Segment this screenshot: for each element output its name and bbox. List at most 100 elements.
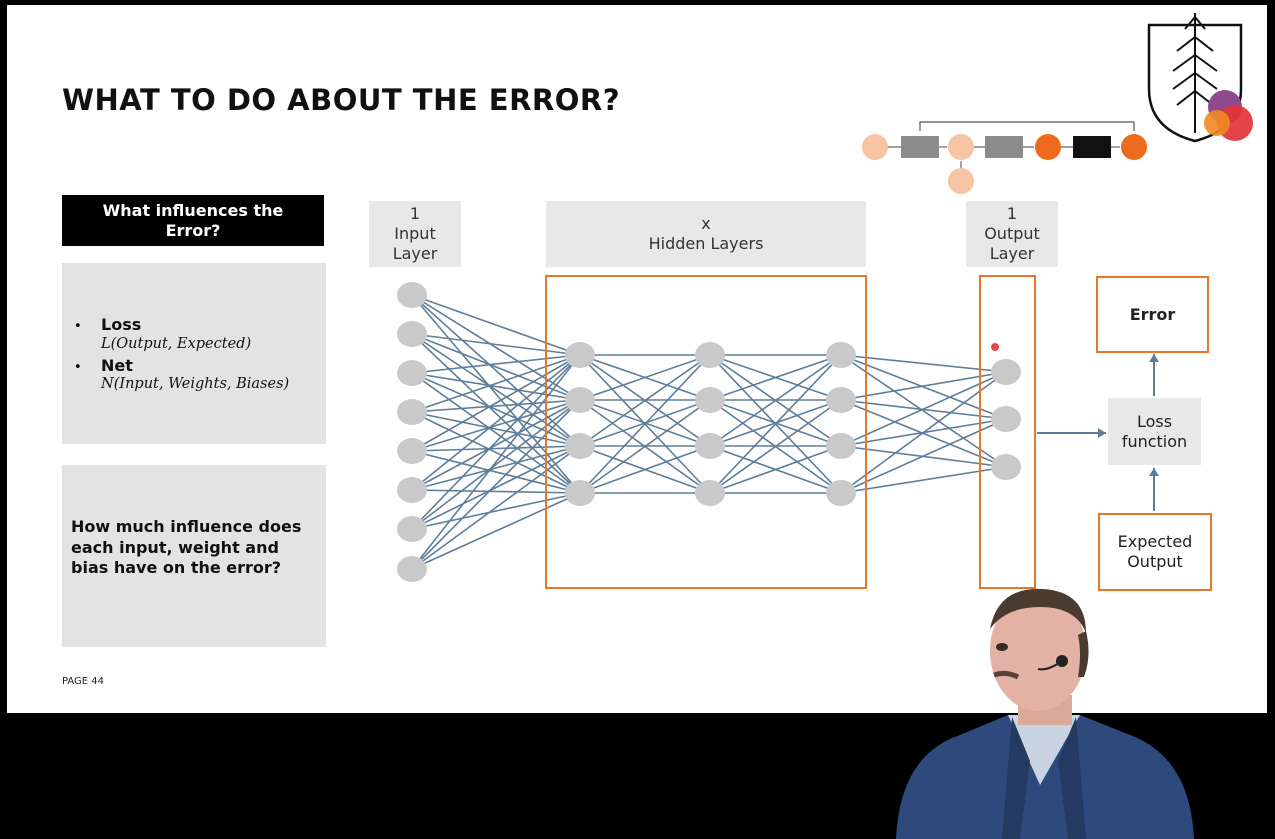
influence-header: What influences the Error? <box>62 195 324 246</box>
pointer-dot <box>991 343 999 351</box>
neuron-node <box>565 342 595 368</box>
connection-edge <box>411 372 581 494</box>
input-layer-word-2: Layer <box>392 244 438 263</box>
neuron-node <box>991 406 1021 432</box>
connection-edge <box>840 371 1007 401</box>
neuron-node <box>397 399 427 425</box>
bullet-dot: • <box>74 319 82 334</box>
connection-edge <box>709 354 842 447</box>
factor-net-formula: N(Input, Weights, Biases) <box>101 376 290 392</box>
connection-edge <box>840 466 1007 494</box>
neuron-node <box>695 342 725 368</box>
factor-box: • Loss L(Output, Expected) • Net N(Input… <box>62 263 326 444</box>
neuron-node <box>826 387 856 413</box>
connection-edge <box>411 354 581 491</box>
bullet-dot: • <box>74 360 82 375</box>
neuron-node <box>565 387 595 413</box>
input-layer-count: 1 <box>409 204 421 223</box>
hidden-layers-label: x Hidden Layers <box>546 201 866 267</box>
neuron-node <box>397 321 427 347</box>
connection-edge <box>840 354 1007 468</box>
neuron-node <box>826 433 856 459</box>
connection-edge <box>709 399 842 494</box>
connection-edge <box>411 399 581 413</box>
connection-edge <box>709 354 842 494</box>
connection-edge <box>411 354 581 374</box>
loss-function-box: Loss function <box>1108 398 1201 465</box>
connection-edge <box>411 354 581 570</box>
input-layer-word-1: Input <box>394 224 436 243</box>
input-layer-label: 1 Input Layer <box>369 201 461 267</box>
connection-edge <box>840 371 1007 494</box>
connection-edge <box>411 492 581 570</box>
arrow-head <box>1149 354 1159 362</box>
loss-function-line-2: function <box>1121 431 1188 451</box>
process-step-box <box>985 136 1023 158</box>
neuron-node <box>397 556 427 582</box>
connection-edge <box>579 354 711 401</box>
connection-edge <box>411 372 581 447</box>
slide: WHAT TO DO ABOUT THE ERROR? What influen… <box>7 5 1267 713</box>
university-logo <box>1147 13 1253 143</box>
process-step-box <box>1073 136 1111 158</box>
error-box: Error <box>1096 276 1209 353</box>
neuron-node <box>565 433 595 459</box>
output-layer-label: 1 Output Layer <box>966 201 1058 267</box>
connection-edge <box>411 445 581 530</box>
connection-edge <box>411 492 581 530</box>
page-number: PAGE 44 <box>62 676 105 687</box>
influence-header-line-1: What influences the <box>102 200 284 220</box>
connection-edge <box>411 445 581 452</box>
arrow-head <box>1149 468 1159 476</box>
connection-edge <box>579 354 711 447</box>
process-step-circle <box>1121 134 1147 160</box>
influence-header-line-2: Error? <box>165 220 221 240</box>
connection-edge <box>411 411 581 447</box>
connection-edge <box>411 354 581 413</box>
expected-output-box: Expected Output <box>1098 513 1212 591</box>
connection-edge <box>840 371 1007 447</box>
neuron-node <box>695 433 725 459</box>
connection-edge <box>840 418 1007 494</box>
factor-loss-formula: L(Output, Expected) <box>101 336 252 352</box>
connection-edge <box>411 294 581 356</box>
connection-edge <box>709 445 842 494</box>
factor-net-label: Net <box>101 356 133 375</box>
output-layer-box <box>979 275 1036 589</box>
connection-edge <box>411 399 581 452</box>
slide-title: WHAT TO DO ABOUT THE ERROR? <box>62 83 621 117</box>
connection-edge <box>579 445 711 494</box>
connection-edge <box>579 399 711 494</box>
loss-function-line-1: Loss <box>1136 411 1173 431</box>
hidden-layers-count: x <box>701 214 711 233</box>
question-text: How much influence does each input, weig… <box>71 517 302 577</box>
neuron-node <box>991 359 1021 385</box>
neuron-node <box>565 480 595 506</box>
process-step-circle <box>1035 134 1061 160</box>
connection-edge <box>709 354 842 401</box>
neuron-node <box>991 454 1021 480</box>
factor-loss-label: Loss <box>101 315 142 334</box>
neuron-node <box>695 387 725 413</box>
process-step-box <box>901 136 939 158</box>
connection-edge <box>411 445 581 570</box>
connection-edge <box>840 399 1007 468</box>
connection-edge <box>411 411 581 494</box>
neuron-node <box>826 342 856 368</box>
neuron-node <box>397 360 427 386</box>
hidden-layers-text: Hidden Layers <box>648 234 764 253</box>
connection-edge <box>411 372 581 401</box>
neuron-node <box>397 516 427 542</box>
neuron-node <box>397 282 427 308</box>
output-layer-count: 1 <box>1006 204 1018 223</box>
process-loop-line <box>919 121 1135 131</box>
connection-edge <box>411 399 581 570</box>
output-layer-word-2: Layer <box>989 244 1035 263</box>
expected-output-line-1: Expected <box>1117 532 1193 551</box>
neuron-node <box>826 480 856 506</box>
connection-edge <box>411 294 581 401</box>
connection-edge <box>411 354 581 530</box>
process-step-circle <box>948 168 974 194</box>
connection-edge <box>411 489 581 494</box>
question-box: How much influence does each input, weig… <box>62 465 326 647</box>
